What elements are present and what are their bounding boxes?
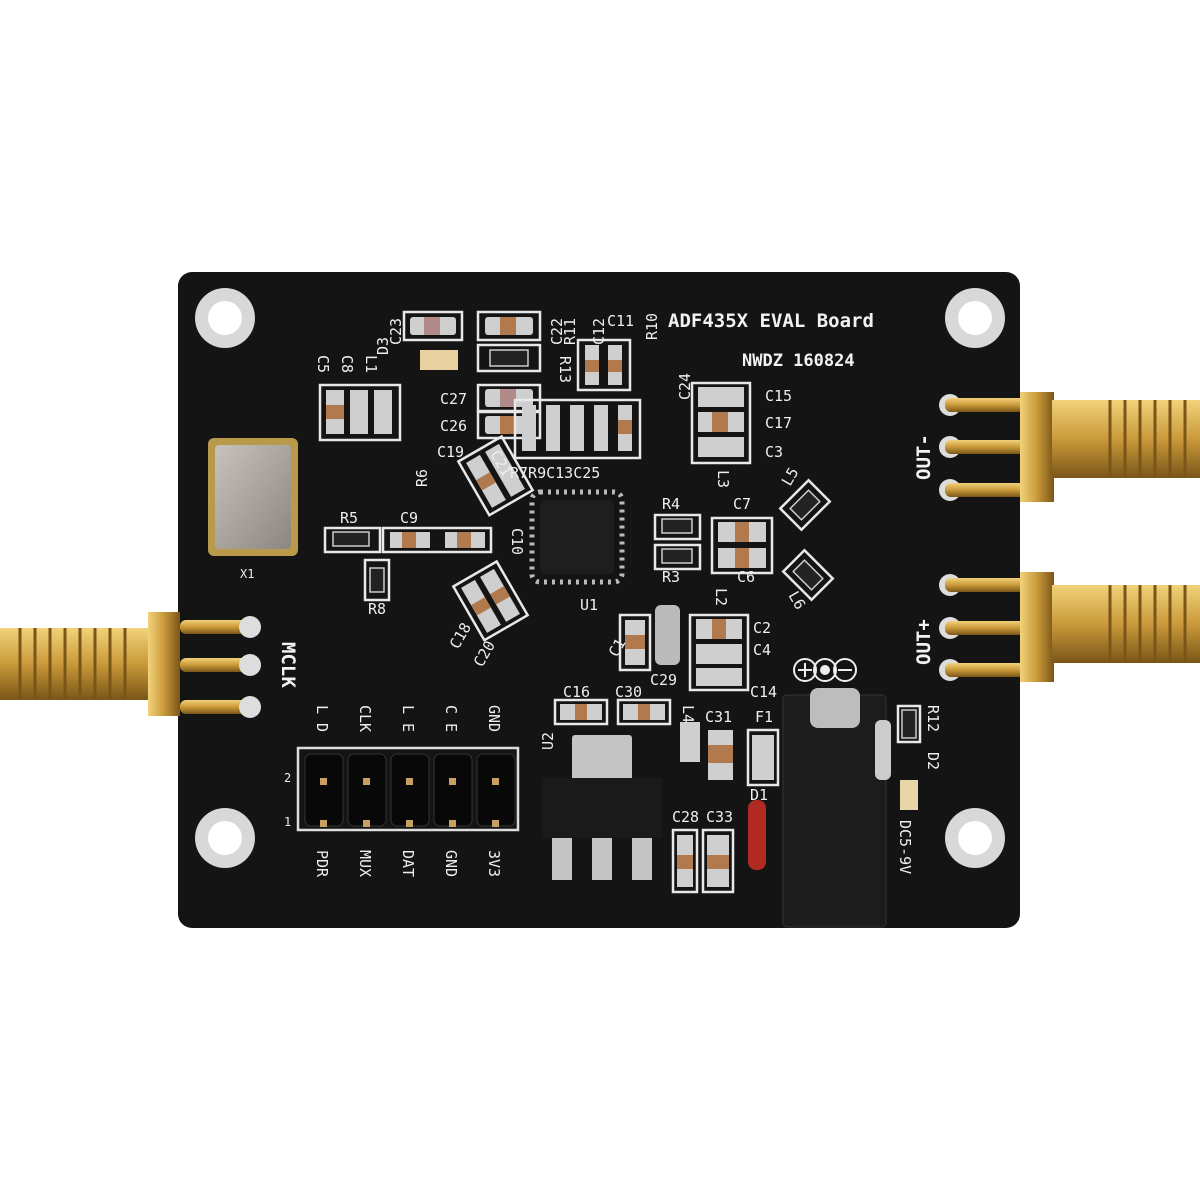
label-C11: C11	[607, 312, 634, 330]
label-D2: D2	[924, 752, 942, 770]
label-C17: C17	[765, 414, 792, 432]
label-L4: L4	[679, 705, 697, 723]
polarity-symbols	[793, 658, 857, 682]
label-C8: C8	[338, 355, 356, 373]
label-R4: R4	[662, 495, 680, 513]
voltage-regulator-u2	[542, 735, 662, 880]
row-2-label: 2	[284, 771, 291, 785]
label-L2: L2	[712, 588, 730, 606]
label-R8: R8	[368, 600, 386, 618]
label-F1: F1	[755, 708, 773, 726]
label-C6: C6	[737, 568, 755, 586]
label-C15: C15	[765, 387, 792, 405]
header-bottom-label: GND	[442, 850, 460, 877]
label-C12: C12	[590, 318, 608, 345]
label-C7: C7	[733, 495, 751, 513]
header-top-label: C E	[442, 705, 460, 732]
label-U1: U1	[580, 596, 598, 614]
mclk-sma-connector[interactable]	[0, 612, 261, 718]
label-L3: L3	[714, 470, 732, 488]
board-code: NWDZ 160824	[742, 351, 855, 371]
label-C27: C27	[440, 390, 467, 408]
label-C26: C26	[440, 417, 467, 435]
pin-header[interactable]	[296, 746, 520, 832]
label-C28: C28	[672, 808, 699, 826]
label-X1: X1	[240, 567, 254, 581]
label-L1: L1	[362, 355, 380, 373]
label-R13: R13	[556, 356, 574, 383]
header-top-label: L E	[399, 705, 417, 732]
label-U2: U2	[539, 732, 557, 750]
label-C19: C19	[437, 443, 464, 461]
label-R6: R6	[413, 469, 431, 487]
mclk-label: MCLK	[277, 642, 299, 688]
label-C16: C16	[563, 683, 590, 701]
label-D3: D3	[374, 337, 392, 355]
pll-chip-u1	[529, 489, 625, 585]
header-top-label: CLK	[356, 705, 374, 732]
label-C2: C2	[753, 619, 771, 637]
header-bottom-label: MUX	[356, 850, 374, 877]
label-R7R9C13C25: R7R9C13C25	[510, 464, 600, 482]
header-top-label: GND	[485, 705, 503, 732]
header-bottom-label: DAT	[399, 850, 417, 877]
label-C5: C5	[314, 355, 332, 373]
out-minus-sma-connector[interactable]	[939, 392, 1200, 502]
label-D1: D1	[750, 786, 768, 804]
label-C3: C3	[765, 443, 783, 461]
header-bottom-label: PDR	[313, 850, 331, 878]
row-1-label: 1	[284, 815, 291, 829]
mounting-holes	[195, 288, 1005, 868]
header-top-label: L D	[313, 705, 331, 732]
label-C30: C30	[615, 683, 642, 701]
dc-power-jack[interactable]	[782, 688, 891, 928]
label-R12: R12	[924, 705, 942, 732]
component-labels: C23 C22 R11 C12 C11 R10 R13 C24 C5 C8 L1…	[240, 312, 942, 826]
label-C23: C23	[387, 318, 405, 345]
board-title: ADF435X EVAL Board	[668, 310, 874, 332]
label-C24: C24	[676, 373, 694, 400]
label-C31: C31	[705, 708, 732, 726]
header-bottom-label: 3V3	[485, 850, 503, 877]
label-C14: C14	[750, 683, 777, 701]
power-label: DC5-9V	[896, 820, 914, 874]
label-R11: R11	[561, 318, 579, 345]
crystal-oscillator	[208, 438, 298, 556]
label-C10: C10	[508, 528, 526, 555]
smd-components	[318, 310, 922, 894]
label-R10: R10	[643, 313, 661, 340]
label-C22: C22	[548, 318, 566, 345]
out-minus-label: OUT-	[913, 434, 935, 480]
label-C29: C29	[650, 671, 677, 689]
label-R5: R5	[340, 509, 358, 527]
label-C9: C9	[400, 509, 418, 527]
label-R3: R3	[662, 568, 680, 586]
label-C4: C4	[753, 641, 771, 659]
label-C33: C33	[706, 808, 733, 826]
diode-d1	[748, 800, 766, 870]
out-plus-sma-connector[interactable]	[939, 572, 1200, 682]
out-plus-label: OUT+	[913, 619, 935, 665]
